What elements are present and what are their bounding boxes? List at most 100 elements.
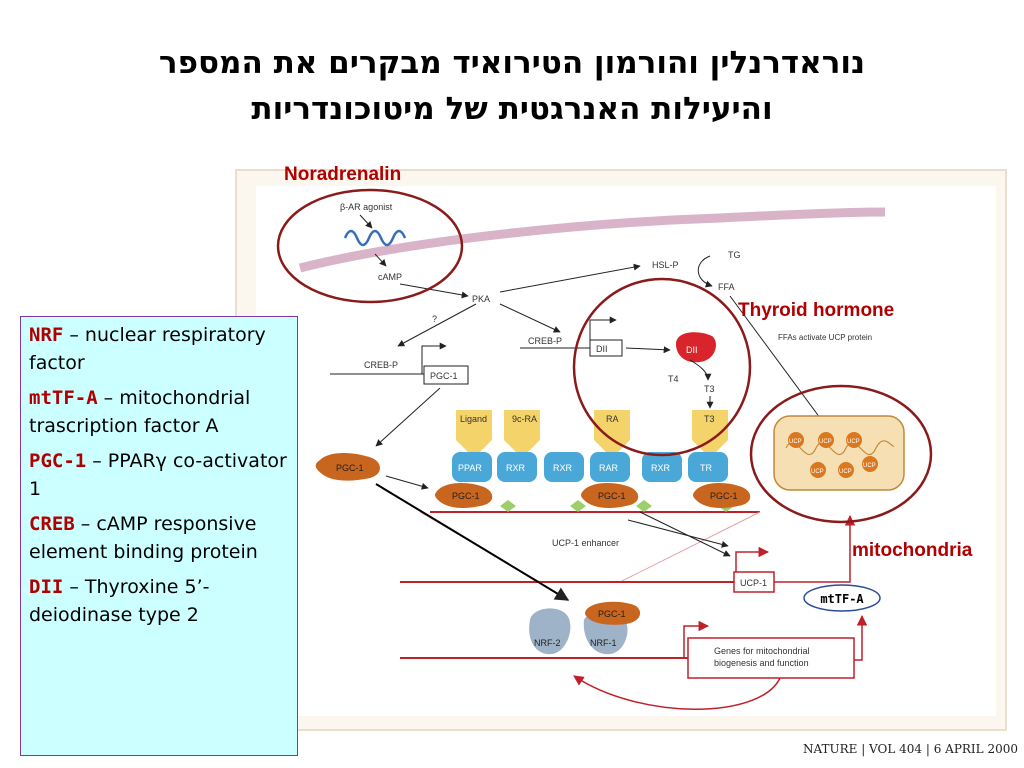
genes-line-1: Genes for mitochondrial — [714, 646, 810, 656]
legend-term: mtTF-A — [29, 387, 98, 409]
receptor-label-ppar: PPAR — [458, 463, 482, 473]
ucp-label-2: UCP — [819, 439, 832, 445]
ligand-shape-2 — [504, 410, 540, 458]
mitochondrion — [773, 415, 905, 491]
legend-term: CREB — [29, 513, 75, 535]
creb-mid-label: CREB-P — [528, 336, 562, 346]
tg-label: TG — [728, 250, 741, 260]
receptor-camp-arrow — [374, 253, 387, 267]
legend-term: DII — [29, 576, 64, 598]
legend-term: NRF — [29, 324, 64, 346]
pgc1-free — [315, 453, 380, 481]
pgc1-bound-2 — [581, 483, 639, 508]
cell-membrane — [298, 207, 886, 273]
citation-separator: | — [857, 742, 870, 756]
legend-desc: – Thyroxine 5’-deiodinase type 2 — [29, 576, 210, 626]
pgc1-bind-arrow — [385, 475, 429, 490]
ffa-ucp-arrow — [729, 295, 827, 427]
receptor-label-rxr-3: RXR — [651, 463, 671, 473]
pka-hsl-arrow — [499, 263, 641, 293]
hsl-label: HSL-P — [652, 260, 679, 270]
camp-pka-arrow — [399, 283, 469, 299]
creb-left-promoter — [421, 342, 447, 374]
nrf1-label: NRF-1 — [590, 638, 617, 648]
enhancer-arrow-2 — [639, 511, 731, 557]
nrf2-label: NRF-2 — [534, 638, 561, 648]
citation-date: 6 APRIL 2000 — [933, 742, 1018, 756]
beta-ar-receptor — [343, 229, 407, 247]
pgc1-bound-label-3: PGC-1 — [710, 491, 738, 501]
legend-desc: – PPARγ co-activator 1 — [29, 450, 287, 500]
genes-line-2: biogenesis and function — [714, 658, 809, 668]
ligand-label-2: 9c-RA — [512, 414, 537, 424]
beta-ar-agonist-label: β-AR agonist — [340, 202, 393, 212]
citation: NATURE | VOL 404 | 6 APRIL 2000 — [803, 742, 1018, 756]
receptor-label-rxr-1: RXR — [506, 463, 526, 473]
nrf2-protein — [529, 608, 571, 655]
pgc1-expression-arrow — [375, 387, 441, 447]
legend-desc: – nuclear respiratory factor — [29, 324, 266, 374]
ffa-label: FFA — [718, 282, 735, 292]
pka-creb-left-arrow — [397, 303, 477, 347]
ucp-protein-6 — [862, 456, 878, 472]
mitochondria-highlight — [749, 384, 933, 524]
legend-term: PGC-1 — [29, 450, 87, 472]
genes-feedback-arrow — [573, 675, 781, 710]
enhancer-label: UCP-1 enhancer — [552, 538, 619, 548]
pgc1-gene-box — [423, 365, 469, 385]
mitochondria-callout: mitochondria — [852, 540, 973, 561]
receptor-row: PPAR RXR RXR RAR RXR TR — [452, 452, 728, 482]
legend-item-dii: DII – Thyroxine 5’-deiodinase type 2 — [29, 573, 291, 629]
pgc1-free-label: PGC-1 — [336, 463, 364, 473]
mttfa-badge — [803, 584, 881, 612]
pgc1-gene-label: PGC-1 — [430, 371, 458, 381]
receptor-rxr-3 — [642, 452, 682, 482]
ucp1-mito-arrow — [774, 514, 856, 583]
t4-t3-arrow — [689, 359, 712, 381]
creb-mid-promoter — [589, 316, 617, 348]
title-line-1: נוראדרנלין והורמון הטירואיד מבקרים את המ… — [158, 45, 866, 81]
ffa-note: FFAs activate UCP protein — [778, 333, 872, 342]
receptor-tr — [688, 452, 728, 482]
ucp-protein-1 — [788, 432, 804, 448]
legend-item-nrf: NRF – nuclear respiratory factor — [29, 321, 291, 377]
legend-item-creb: CREB – cAMP responsive element binding p… — [29, 510, 291, 566]
dii-enzyme — [676, 332, 716, 363]
creb-left-label: CREB-P — [364, 360, 398, 370]
ucp-protein-3 — [846, 432, 862, 448]
ligand-shape-1 — [456, 410, 492, 458]
dii-expression-arrow — [625, 346, 671, 354]
ligand-label-3: RA — [606, 414, 619, 424]
abbreviation-legend: NRF – nuclear respiratory factor mtTF-A … — [20, 316, 298, 756]
receptor-label-rxr-2: RXR — [553, 463, 573, 473]
legend-item-mttfa: mtTF-A – mitochondrial trascription fact… — [29, 384, 291, 440]
dii-enzyme-label: DII — [686, 345, 698, 355]
ucp1-gene-label: UCP-1 — [740, 578, 767, 588]
ucp-proteins: UCP UCP UCP UCP UCP UCP — [788, 432, 878, 478]
ucp-label-6: UCP — [863, 463, 876, 469]
pgc1-bound-label-1: PGC-1 — [452, 491, 480, 501]
pgc1-bound-1 — [435, 483, 493, 508]
title-line-2: והיעילות האנרגטית של מיטוכונדריות — [251, 91, 773, 127]
receptor-ppar — [452, 452, 492, 482]
pgc1-bound-3 — [693, 483, 751, 508]
genes-mttfa-arrow — [854, 614, 868, 661]
receptor-rxr-2 — [544, 452, 584, 482]
citation-volume: VOL 404 — [869, 742, 923, 756]
noradrenalin-highlight — [276, 188, 464, 304]
ligand-label-4: T3 — [704, 414, 715, 424]
dii-gene-label: DII — [596, 344, 608, 354]
pgc1-nrf-complex — [585, 601, 641, 625]
t4-label: T4 — [668, 374, 679, 384]
ucp-protein-4 — [810, 462, 826, 478]
ucp-label-3: UCP — [847, 439, 860, 445]
ligand-group: Ligand 9c-RA RA T3 — [456, 410, 728, 458]
receptor-label-rar: RAR — [599, 463, 619, 473]
pgc1-bound-label-2: PGC-1 — [598, 491, 626, 501]
pgc1-nrf-arrow — [375, 483, 570, 601]
noradrenalin-callout: Noradrenalin — [284, 164, 402, 185]
agonist-arrow — [359, 214, 373, 229]
dii-gene-box — [589, 339, 623, 357]
citation-journal: NATURE — [802, 742, 858, 756]
ucp-protein-2 — [818, 432, 834, 448]
